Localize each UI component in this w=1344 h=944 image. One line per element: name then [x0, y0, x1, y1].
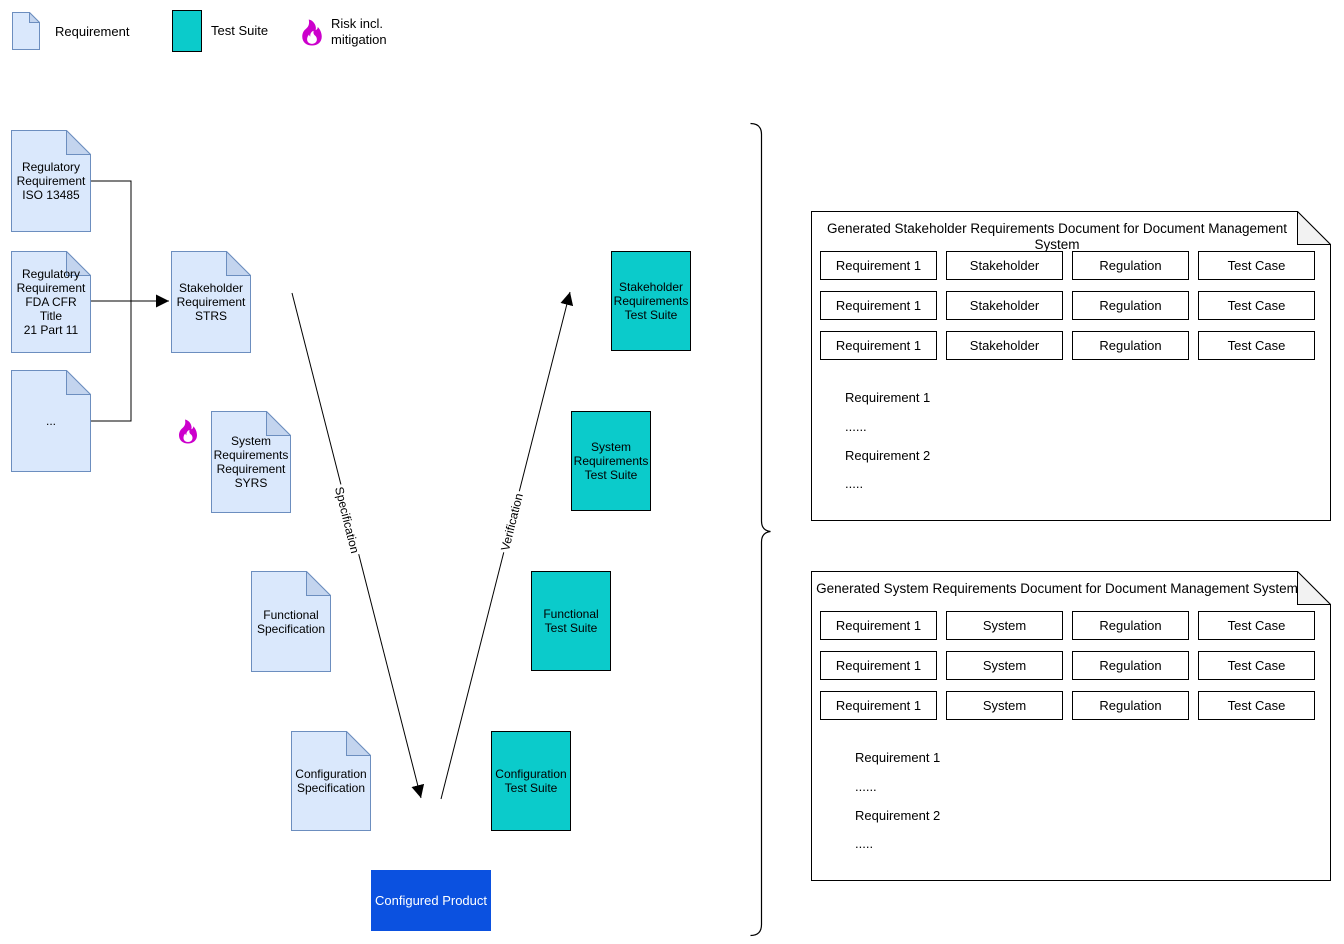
legend-requirement-icon	[12, 12, 40, 50]
table-cell: Test Case	[1198, 291, 1315, 320]
legend-test-suite-label: Test Suite	[211, 23, 269, 38]
table-cell: Requirement 1	[820, 251, 937, 280]
flame-icon	[179, 419, 197, 444]
table-cell: Test Case	[1198, 651, 1315, 680]
table-cell: Regulation	[1072, 251, 1189, 280]
table-cell: Requirement 1	[820, 611, 937, 640]
node-configuration-test-suite: Configuration Test Suite	[491, 731, 571, 831]
node-label: Regulatory Requirement FDA CFR Title 21 …	[16, 267, 86, 337]
table-cell: Regulation	[1072, 331, 1189, 360]
document-panel-shape	[811, 571, 1331, 881]
table-cell: Regulation	[1072, 691, 1189, 720]
node-configuration-specification: Configuration Specification	[291, 731, 371, 831]
node-label: Functional Test Suite	[543, 607, 599, 635]
node-stakeholder-requirements-test-suite: Stakeholder Requirements Test Suite	[611, 251, 691, 351]
flame-icon	[302, 19, 322, 46]
note-text: Requirement 1	[845, 390, 931, 405]
table-cell: Test Case	[1198, 691, 1315, 720]
node-label: Configuration Specification	[295, 767, 367, 795]
generated-system-requirements-panel: Generated System Requirements Document f…	[811, 571, 1331, 881]
table-cell: System	[946, 691, 1063, 720]
table-cell: Stakeholder	[946, 251, 1063, 280]
note-text: ......	[855, 779, 877, 794]
panel-title: Generated System Requirements Document f…	[816, 581, 1298, 596]
note-text: Requirement 2	[845, 448, 931, 463]
table-cell: Stakeholder	[946, 291, 1063, 320]
document-icon	[11, 251, 91, 353]
node-label: ...	[45, 414, 56, 428]
document-panel-shape	[811, 211, 1331, 521]
table-cell: Regulation	[1072, 651, 1189, 680]
node-functional-test-suite: Functional Test Suite	[531, 571, 611, 671]
document-icon	[11, 130, 91, 232]
table-cell: Regulation	[1072, 291, 1189, 320]
document-icon	[11, 370, 91, 472]
table-cell: Test Case	[1198, 611, 1315, 640]
table-cell: Test Case	[1198, 251, 1315, 280]
node-configured-product: Configured Product	[371, 870, 491, 931]
note-text: Requirement 2	[855, 808, 941, 823]
node-label: Configuration Test Suite	[495, 767, 567, 795]
table-cell: System	[946, 651, 1063, 680]
note-text: ......	[845, 419, 867, 434]
node-stakeholder-requirement-strs: Stakeholder Requirement STRS	[171, 251, 251, 353]
node-label: System Requirements Test Suite	[573, 440, 649, 482]
table-cell: Regulation	[1072, 611, 1189, 640]
panel-title: Generated Stakeholder Requirements Docum…	[827, 221, 1287, 252]
document-icon	[251, 571, 331, 672]
generated-stakeholder-requirements-panel: Generated Stakeholder Requirements Docum…	[811, 211, 1331, 521]
legend-risk-label: Risk incl. mitigation	[331, 16, 387, 47]
document-icon	[171, 251, 251, 353]
document-icon	[12, 12, 40, 50]
legend-risk-icon	[299, 17, 325, 48]
node-regulatory-requirement-more: ...	[11, 370, 91, 472]
note-text: .....	[845, 476, 864, 491]
note-text: Requirement 1	[855, 750, 941, 765]
node-label: System Requirements Requirement SYRS	[213, 434, 289, 490]
node-label: Stakeholder Requirement STRS	[176, 281, 246, 323]
curly-brace	[750, 122, 771, 937]
node-regulatory-requirement-iso-13485: Regulatory Requirement ISO 13485	[11, 130, 91, 232]
table-cell: Requirement 1	[820, 691, 937, 720]
node-regulatory-requirement-fda: Regulatory Requirement FDA CFR Title 21 …	[11, 251, 91, 353]
legend-test-suite-icon	[172, 10, 202, 52]
legend-requirement-label: Requirement	[55, 24, 130, 39]
document-icon	[291, 731, 371, 831]
node-label: Functional Specification	[256, 607, 326, 636]
table-cell: Test Case	[1198, 331, 1315, 360]
table-cell: System	[946, 611, 1063, 640]
node-system-requirements-test-suite: System Requirements Test Suite	[571, 411, 651, 511]
document-icon	[211, 411, 291, 513]
node-label: Configured Product	[374, 893, 487, 908]
table-cell: Requirement 1	[820, 291, 937, 320]
table-cell: Requirement 1	[820, 331, 937, 360]
node-label: Stakeholder Requirements Test Suite	[613, 280, 689, 322]
node-functional-specification: Functional Specification	[251, 571, 331, 672]
table-cell: Stakeholder	[946, 331, 1063, 360]
note-text: .....	[855, 836, 874, 851]
table-cell: Requirement 1	[820, 651, 937, 680]
node-label: Regulatory Requirement ISO 13485	[16, 160, 86, 202]
node-system-requirements-syrs: System Requirements Requirement SYRS	[211, 411, 291, 513]
syrs-risk-icon	[176, 417, 200, 446]
